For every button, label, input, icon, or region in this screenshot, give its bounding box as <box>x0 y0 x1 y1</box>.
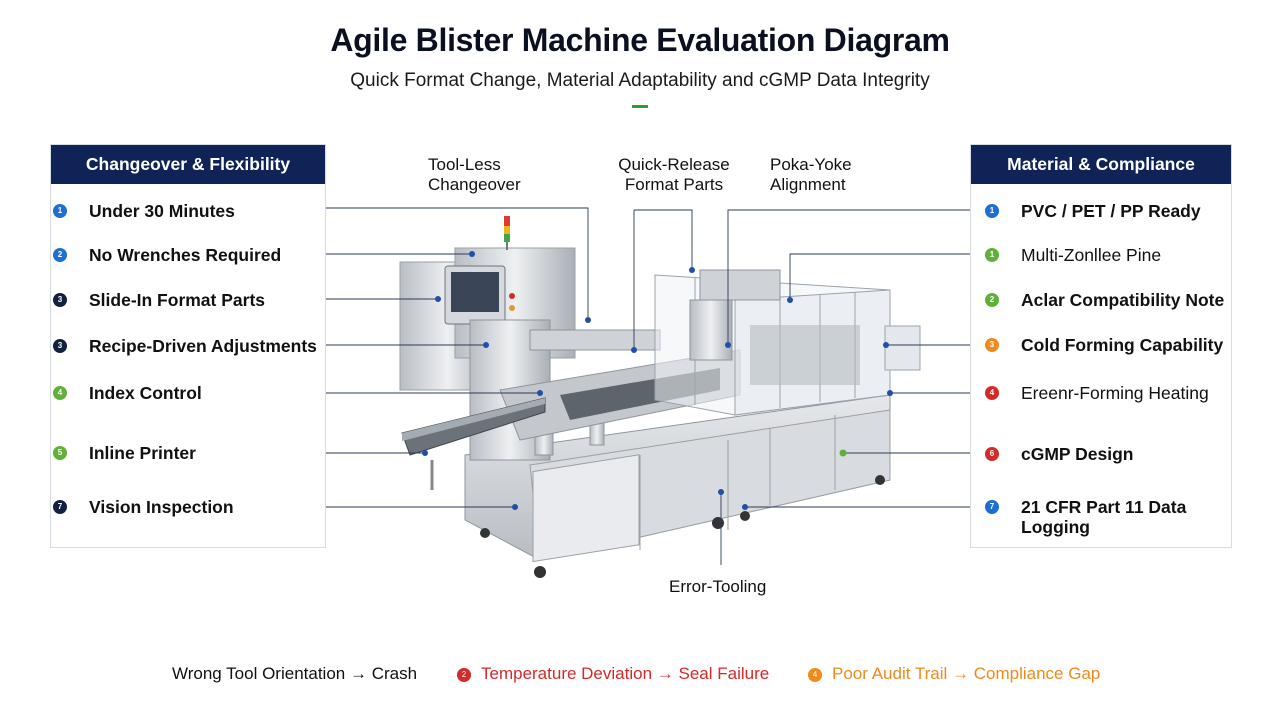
risk-warning: 2 Temperature Deviation → Seal Failure <box>457 662 769 686</box>
changeover-flexibility-panel: Changeover & Flexibility <box>50 144 326 548</box>
callout-error-tooling: Error-Tooling <box>669 577 766 597</box>
risk-warning: Wrong Tool Orientation → Crash <box>172 662 417 686</box>
number-badge: 3 <box>53 293 67 307</box>
number-badge: 1 <box>53 204 67 218</box>
risk-warning-label: Poor Audit Trail → Compliance Gap <box>832 664 1101 683</box>
compliance-item-label: cGMP Design <box>1021 444 1134 464</box>
changeover-item-label: Slide-In Format Parts <box>89 290 266 310</box>
number-badge: 7 <box>53 500 67 514</box>
number-badge: 6 <box>985 447 999 461</box>
material-compliance-panel: Material & Compliance <box>970 144 1232 548</box>
changeover-item-label: No Wrenches Required <box>89 245 282 265</box>
compliance-item-label: Ereenr-Forming Heating <box>1021 383 1209 403</box>
changeover-item-label: Index Control <box>89 383 202 403</box>
changeover-item-label: Recipe-Driven Adjustments <box>89 336 317 356</box>
number-badge: 1 <box>985 204 999 218</box>
callout-quick-release: Quick-Release Format Parts <box>604 155 744 195</box>
number-badge: 2 <box>985 293 999 307</box>
material-compliance-heading: Material & Compliance <box>971 145 1231 184</box>
number-badge: 1 <box>985 248 999 262</box>
number-badge: 5 <box>53 446 67 460</box>
risk-warnings-row: Wrong Tool Orientation → Crash 2 Temperatu… <box>0 662 1280 686</box>
warning-badge: 4 <box>808 668 822 682</box>
risk-warning-label: Wrong Tool Orientation → Crash <box>172 664 418 683</box>
changeover-item-label: Vision Inspection <box>89 497 234 517</box>
risk-warning: 4 Poor Audit Trail → Compliance Gap <box>808 662 1100 686</box>
risk-warning-label: Temperature Deviation → Seal Failure <box>481 664 770 683</box>
changeover-item-label: Inline Printer <box>89 443 196 463</box>
warning-badge: 2 <box>457 668 471 682</box>
callout-tool-less-changeover: Tool-Less Changeover <box>428 155 538 195</box>
page-title: Agile Blister Machine Evaluation Diagram <box>330 22 950 58</box>
compliance-item-label: PVC / PET / PP Ready <box>1021 201 1201 221</box>
number-badge: 4 <box>53 386 67 400</box>
compliance-item-label: Multi-Zonllee Pine <box>1021 245 1162 265</box>
callout-tool-less-text: Tool-Less Changeover <box>428 155 521 194</box>
compliance-item-label: Aclar Compatibility Note <box>1021 290 1225 310</box>
callout-poka-yoke: Poka-Yoke Alignment <box>770 155 870 195</box>
changeover-flexibility-heading: Changeover & Flexibility <box>51 145 325 184</box>
changeover-item-label: Under 30 Minutes <box>89 201 235 221</box>
number-badge: 3 <box>985 338 999 352</box>
callout-quick-release-text: Quick-Release Format Parts <box>618 155 730 194</box>
callout-error-tooling-text: Error-Tooling <box>669 577 767 596</box>
callout-poka-yoke-text: Poka-Yoke Alignment <box>770 155 852 194</box>
number-badge: 4 <box>985 386 999 400</box>
number-badge: 7 <box>985 500 999 514</box>
number-badge: 2 <box>53 248 67 262</box>
page-subtitle: Quick Format Change, Material Adaptabili… <box>350 70 930 91</box>
number-badge: 3 <box>53 339 67 353</box>
title-accent-bar <box>632 105 648 108</box>
compliance-item-label: 21 CFR Part 11 Data Logging <box>1021 497 1187 537</box>
compliance-item-label: Cold Forming Capability <box>1021 335 1224 355</box>
